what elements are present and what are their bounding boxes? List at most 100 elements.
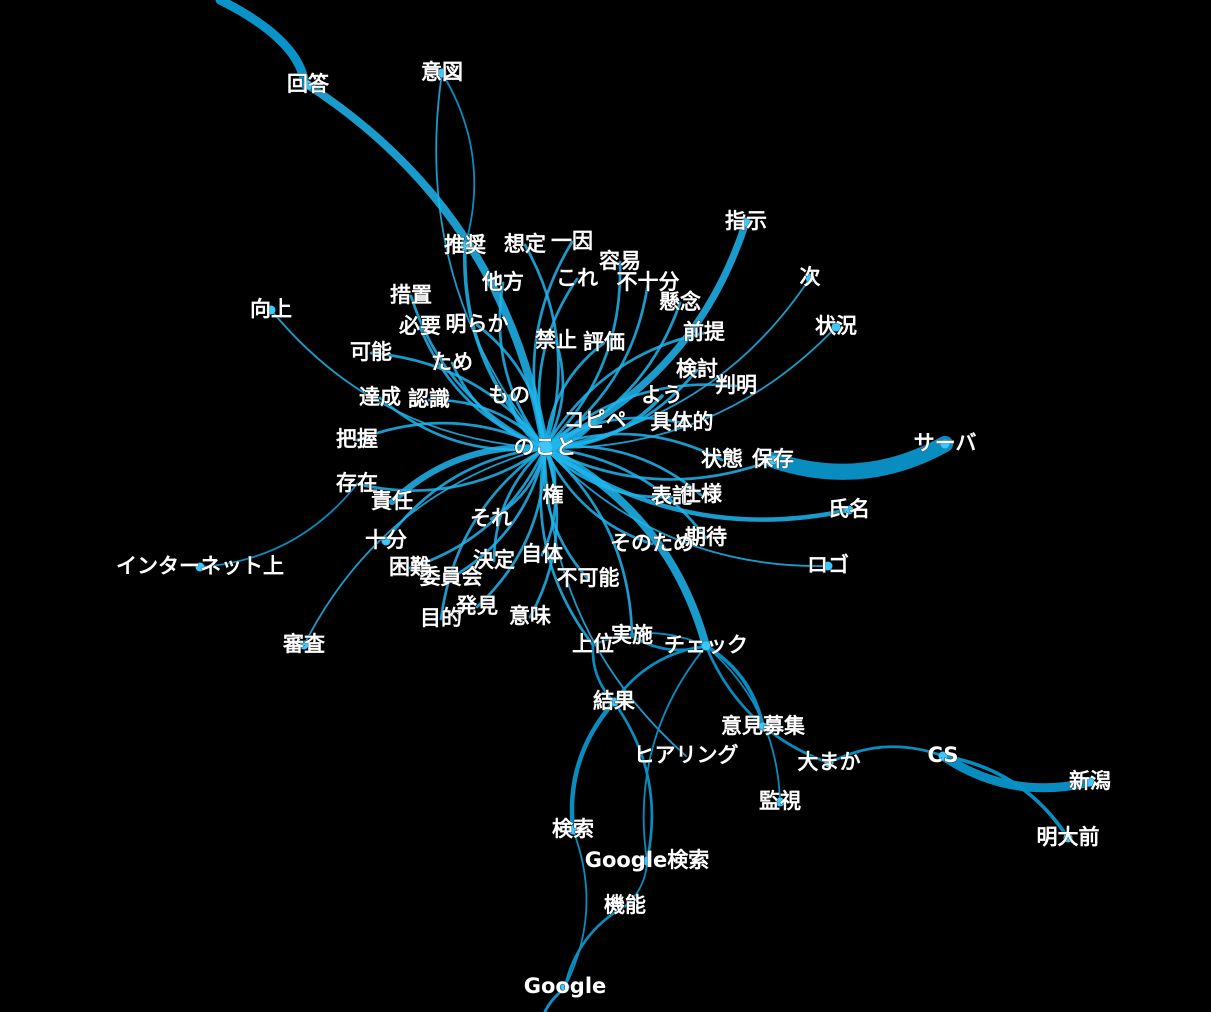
node-label-fukanou[interactable]: 不可能: [556, 566, 620, 591]
node-label-kanou[interactable]: 可能: [350, 340, 393, 365]
node-label-tahou[interactable]: 他方: [481, 270, 525, 295]
edge-nokoto-kitai: [543, 446, 708, 540]
node-label-mokuteki[interactable]: 目的: [420, 606, 463, 631]
node-label-kenen[interactable]: 懸念: [659, 290, 702, 315]
node-label-saaba[interactable]: サーバ: [913, 431, 977, 456]
node-label-youi[interactable]: 容易: [599, 249, 642, 274]
node-label-meidaimae[interactable]: 明大前: [1036, 825, 1100, 850]
node-label-ito[interactable]: 意図: [421, 60, 464, 85]
node-label-check[interactable]: チェック: [664, 633, 749, 658]
node-label-sonotame[interactable]: そのため: [610, 531, 695, 556]
node-kanshi[interactable]: [775, 797, 785, 807]
node-label-konnan[interactable]: 困難: [389, 555, 432, 580]
node-label-haaku[interactable]: 把握: [336, 427, 379, 452]
node-label-tame[interactable]: ため: [431, 350, 474, 375]
node-ito[interactable]: [437, 68, 447, 78]
node-label-jubun[interactable]: 十分: [365, 528, 408, 553]
node-label-sore[interactable]: それ: [470, 506, 513, 531]
node-hozon[interactable]: [768, 455, 778, 465]
node-label-hozon[interactable]: 保存: [751, 447, 795, 472]
node-ikenboshu[interactable]: [758, 722, 768, 732]
node-label-suisho[interactable]: 推奨: [444, 233, 488, 258]
node-label-you[interactable]: よう: [641, 383, 684, 408]
node-label-kensaku[interactable]: 検索: [552, 817, 595, 842]
node-joukyou[interactable]: [831, 322, 841, 332]
node-label-jitai[interactable]: 自体: [521, 542, 565, 567]
node-label-tsugi[interactable]: 次: [799, 265, 821, 290]
node-shinsa[interactable]: [299, 640, 309, 650]
node-label-iinkai[interactable]: 委員会: [418, 565, 483, 590]
node-label-hearing[interactable]: ヒアリング: [633, 743, 739, 768]
node-label-kopipe[interactable]: コピペ: [563, 408, 627, 433]
node-rogo[interactable]: [823, 561, 833, 571]
node-label-ken[interactable]: 権: [542, 483, 564, 508]
node-label-kettei[interactable]: 決定: [473, 548, 516, 573]
node-suisho[interactable]: [460, 241, 470, 251]
node-label-ichiin[interactable]: 一因: [551, 229, 594, 254]
node-label-joutai[interactable]: 状態: [701, 447, 744, 472]
node-kekka[interactable]: [609, 697, 619, 707]
node-label-google[interactable]: Google: [523, 974, 607, 999]
node-label-gutaiteki[interactable]: 具体的: [650, 410, 714, 435]
node-label-hitsuyou[interactable]: 必要: [399, 314, 442, 339]
node-label-cs[interactable]: CS: [927, 743, 959, 768]
node-label-kitai[interactable]: 期待: [685, 525, 728, 550]
node-label-hanmei[interactable]: 判明: [715, 373, 758, 398]
node-oomaka[interactable]: [824, 758, 834, 768]
node-label-hyouka[interactable]: 評価: [583, 330, 626, 355]
node-kensaku[interactable]: [568, 825, 578, 835]
node-label-kore[interactable]: これ: [556, 266, 599, 291]
edge-nokoto-check: [540, 443, 711, 651]
node-label-rogo[interactable]: ロゴ: [807, 553, 850, 578]
node-label-sochi[interactable]: 措置: [390, 283, 433, 308]
node-label-fujubun[interactable]: 不十分: [616, 270, 680, 295]
node-niigata[interactable]: [1085, 777, 1095, 787]
node-label-ninshiki[interactable]: 認識: [408, 387, 451, 412]
node-label-joui[interactable]: 上位: [572, 632, 615, 657]
node-label-internet[interactable]: インターネット上: [116, 554, 285, 579]
node-label-kanshi[interactable]: 監視: [759, 789, 802, 814]
node-label-sekinin[interactable]: 責任: [371, 489, 414, 514]
node-shiji[interactable]: [741, 217, 751, 227]
node-label-kaitou[interactable]: 回答: [287, 72, 331, 97]
node-kaitou[interactable]: [303, 80, 313, 90]
node-nokoto[interactable]: [538, 441, 552, 455]
node-label-hakken[interactable]: 発見: [455, 594, 499, 619]
node-label-imi[interactable]: 意味: [509, 604, 552, 629]
node-jubun[interactable]: [381, 536, 391, 546]
node-check[interactable]: [701, 641, 711, 651]
node-label-sonzai[interactable]: 存在: [336, 471, 379, 496]
node-label-kinou[interactable]: 機能: [604, 893, 647, 918]
node-label-koujou[interactable]: 向上: [250, 297, 293, 322]
node-label-ikenboshu[interactable]: 意見募集: [721, 714, 807, 739]
node-meidaimae[interactable]: [1063, 833, 1073, 843]
node-label-hyouki[interactable]: 表記: [651, 484, 694, 509]
node-internet[interactable]: [195, 562, 205, 572]
node-label-akiraka[interactable]: 明らか: [445, 312, 509, 337]
node-label-jisshi[interactable]: 実施: [611, 623, 654, 648]
node-label-kekka[interactable]: 結果: [593, 689, 636, 714]
node-googlekensaku[interactable]: [642, 856, 652, 866]
node-shimei[interactable]: [844, 505, 854, 515]
node-label-niigata[interactable]: 新潟: [1069, 769, 1112, 794]
node-label-shinsa[interactable]: 審査: [282, 632, 326, 657]
node-label-shiyou[interactable]: 仕様: [679, 482, 724, 507]
node-cs[interactable]: [938, 751, 948, 761]
node-label-mono[interactable]: もの: [488, 383, 531, 408]
node-label-oomaka[interactable]: 大まか: [797, 750, 861, 775]
node-label-kentou[interactable]: 検討: [676, 357, 719, 382]
node-tsugi[interactable]: [805, 273, 815, 283]
node-label-googlekensaku[interactable]: Google検索: [584, 848, 710, 873]
node-koujou[interactable]: [266, 305, 276, 315]
node-saaba[interactable]: [940, 439, 950, 449]
node-label-zentei[interactable]: 前提: [683, 320, 727, 345]
node-label-nokoto[interactable]: のこと: [513, 435, 577, 460]
node-label-tassei[interactable]: 達成: [359, 385, 402, 410]
node-label-shimei[interactable]: 氏名: [828, 497, 871, 522]
node-label-shiji[interactable]: 指示: [725, 209, 768, 234]
node-label-kinshi[interactable]: 禁止: [535, 328, 578, 353]
node-label-joukyou[interactable]: 状況: [815, 314, 858, 339]
node-label-soutei[interactable]: 想定: [504, 232, 547, 257]
node-google[interactable]: [560, 982, 570, 992]
